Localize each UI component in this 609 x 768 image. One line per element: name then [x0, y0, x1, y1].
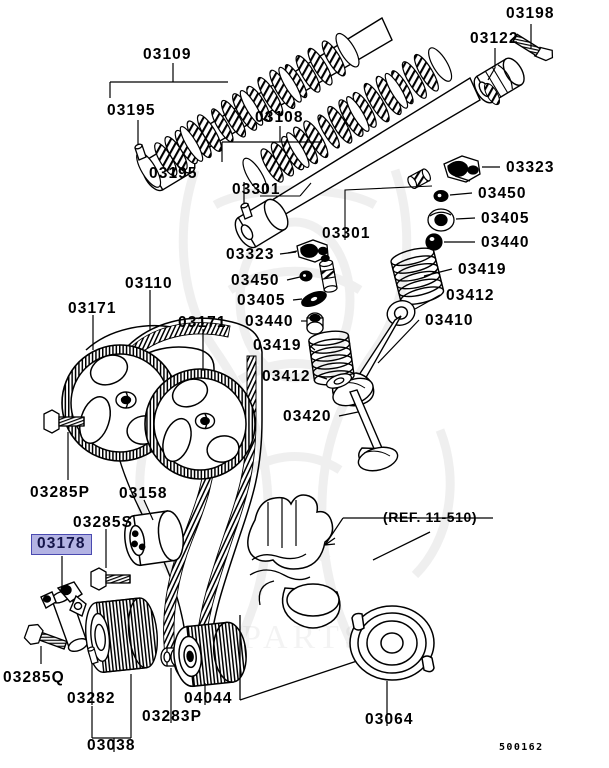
part-03412-seat-a: [386, 300, 416, 326]
camshaft-03109-lobes: [136, 32, 360, 188]
part-03440-seal-a: [425, 233, 443, 251]
part-label-03323[interactable]: 03323: [506, 159, 555, 176]
camshaft-03108-lobes: [242, 47, 453, 194]
part-label-03419[interactable]: 03419: [253, 337, 302, 354]
part-label-03450[interactable]: 03450: [231, 272, 280, 289]
part-label-03420[interactable]: 03420: [283, 408, 332, 425]
part-03450-cotter-b: [299, 270, 313, 282]
part-03064-pulley: [349, 605, 435, 681]
part-03158-idler: [124, 510, 184, 567]
part-label-03064[interactable]: 03064: [365, 711, 414, 728]
part-label-03283P[interactable]: 03283P: [142, 708, 203, 725]
part-label-03323[interactable]: 03323: [226, 246, 275, 263]
part-03285P-bolt: [43, 409, 85, 434]
part-03171-sprocket-right: [144, 368, 256, 480]
leader-lines: [40, 24, 532, 752]
part-03405-retainer-b: [301, 291, 327, 307]
part-label-03171[interactable]: 03171: [68, 300, 117, 317]
part-03440-seal-b: [306, 312, 324, 335]
part-label-03122[interactable]: 03122: [470, 30, 519, 47]
part-label-03412[interactable]: 03412: [446, 287, 495, 304]
part-03198-bolt: [512, 33, 554, 62]
part-label-03450[interactable]: 03450: [478, 185, 527, 202]
part-03178-tensioner: [40, 581, 89, 653]
reference-note[interactable]: (REF. 11-510): [383, 509, 478, 525]
part-label-03285P[interactable]: 03285P: [30, 484, 91, 501]
part-label-03109[interactable]: 03109: [143, 46, 192, 63]
part-label-03108[interactable]: 03108: [255, 109, 304, 126]
part-03301-adjuster-b: [318, 254, 338, 293]
part-04044-pulley: [173, 621, 247, 688]
part-label-selected-03178[interactable]: 03178: [31, 534, 92, 555]
part-03419-spring-b: [308, 330, 355, 386]
part-label-03198[interactable]: 03198: [506, 5, 555, 22]
part-label-03195[interactable]: 03195: [107, 102, 156, 119]
part-03323-rocker-a: [443, 155, 481, 183]
drawing-number: 500162: [499, 742, 544, 753]
part-label-03412[interactable]: 03412: [262, 368, 311, 385]
part-label-04044[interactable]: 04044: [184, 690, 233, 707]
part-label-03282[interactable]: 03282: [67, 690, 116, 707]
part-label-03285Q[interactable]: 03285Q: [3, 669, 65, 686]
part-03412-seat-b: [325, 373, 353, 389]
part-03195-pin-b: [240, 202, 253, 220]
part-label-03158[interactable]: 03158: [119, 485, 168, 502]
part-label-03171[interactable]: 03171: [178, 314, 227, 331]
part-03420-valve: [349, 389, 399, 472]
part-03323-rocker-b: [296, 239, 329, 263]
part-03285Q-bolt: [23, 623, 68, 650]
part-label-03038[interactable]: 03038: [87, 737, 136, 754]
part-03282-pin: [87, 646, 99, 665]
part-label-03285S[interactable]: 03285S: [73, 514, 134, 531]
part-label-03419[interactable]: 03419: [458, 261, 507, 278]
part-03285S-bolt: [90, 567, 131, 591]
part-label-03301[interactable]: 03301: [322, 225, 371, 242]
part-03195-pin-a: [134, 143, 147, 161]
part-label-03440[interactable]: 03440: [245, 313, 294, 330]
part-03450-cotter-a: [433, 190, 449, 202]
part-label-03410[interactable]: 03410: [425, 312, 474, 329]
engine-block-outline: [239, 494, 431, 701]
part-03301-adjuster-a: [407, 168, 432, 190]
part-label-03440[interactable]: 03440: [481, 234, 530, 251]
part-03122-hub: [473, 57, 525, 106]
part-03405-retainer-a: [427, 208, 455, 232]
part-label-03110[interactable]: 03110: [125, 275, 173, 292]
part-label-03405[interactable]: 03405: [237, 292, 286, 309]
part-label-03301[interactable]: 03301: [232, 181, 281, 198]
part-label-03405[interactable]: 03405: [481, 210, 530, 227]
part-label-03195[interactable]: 03195: [149, 165, 198, 182]
